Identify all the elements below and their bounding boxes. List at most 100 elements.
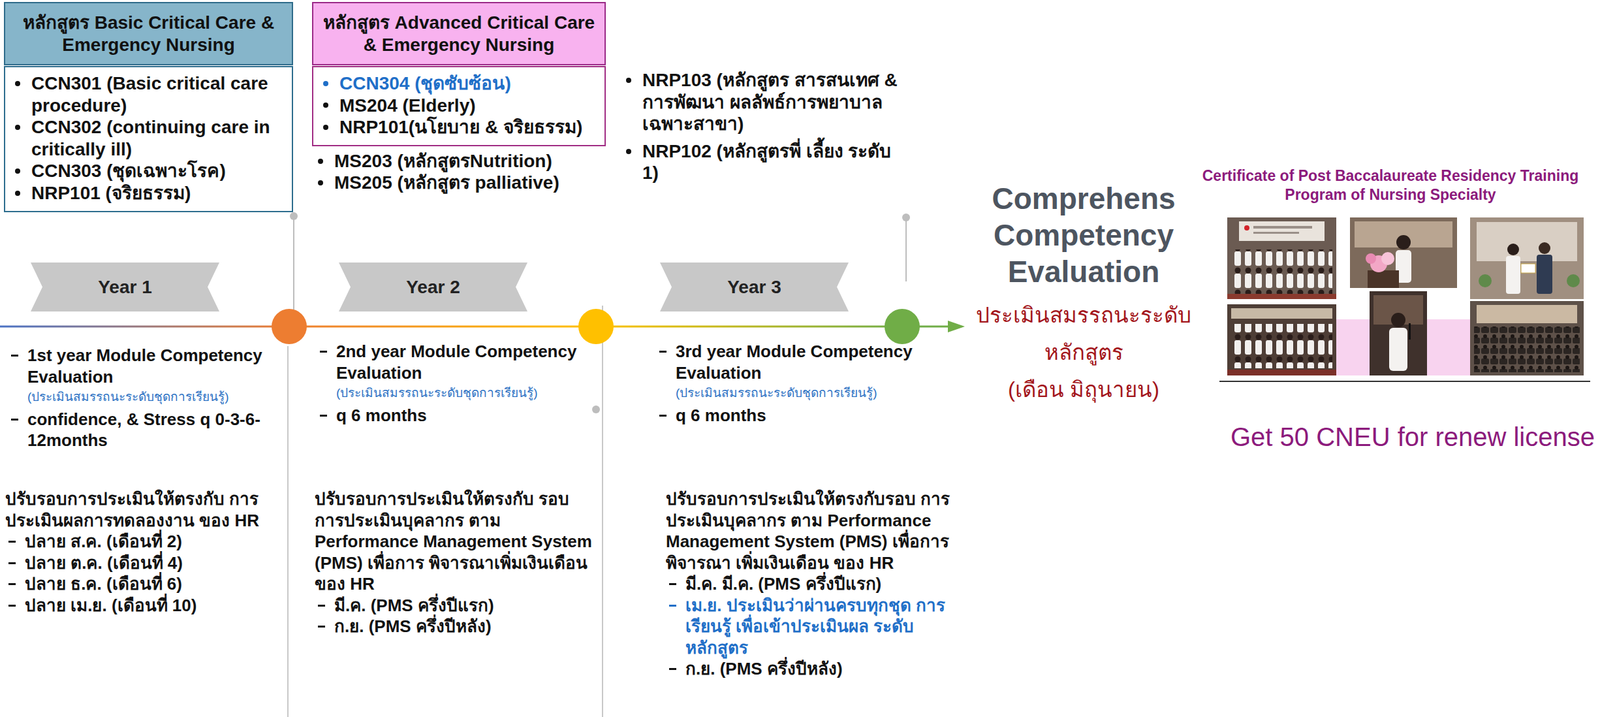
timeline-arrow-part: [578, 308, 614, 345]
schedule-column: ปรับรอบการประเมินให้ตรงกับ การประเมินผลก…: [5, 488, 283, 616]
speaker-photo-part: [1396, 235, 1411, 250]
banner-fill: [659, 262, 849, 312]
award-photo-part: [1521, 263, 1536, 273]
note-text: ปรับรอบการประเมินให้ตรงกับ การประเมินผลก…: [5, 488, 283, 531]
guide-lines-part: [592, 405, 600, 414]
auditorium-photo-part: [1476, 304, 1578, 324]
banner-fill: [338, 262, 528, 312]
banner-fill: [30, 262, 220, 312]
course-list-box: CCN304 (ชุดซับซ้อน)MS204 (Elderly)NRP101…: [312, 65, 606, 147]
photo-collage-part: [1219, 380, 1591, 382]
list-item: เม.ย. ประเมินว่าผ่านครบทุกชุด การเรียนรู…: [665, 594, 957, 659]
group-photo-part: [1231, 345, 1333, 369]
guide-lines: [287, 212, 910, 717]
photo-collage: [1219, 217, 1591, 382]
year-label: Year 1: [97, 276, 153, 298]
course-item: NRP101 (จริยธรรม): [9, 182, 286, 205]
subnote-text: (ประเมินสมรรถนะระดับชุดการเรียนรู้): [316, 384, 591, 402]
group-photo-part: [1231, 323, 1333, 346]
nurse-photo-part: [1408, 323, 1411, 340]
list-item: ปลาย ธ.ค. (เดือนที่ 6): [5, 573, 283, 595]
nurse-photo: [1369, 291, 1428, 376]
list-item: ก.ย. (PMS ครึ่งปีหลัง): [314, 615, 596, 638]
award-photo-part: [1536, 254, 1553, 294]
note-text: ปรับรอบการประเมินให้ตรงกับรอบ การประเมิน…: [665, 488, 957, 574]
ceremony-photo-part: [1231, 271, 1333, 294]
group-photo-part: [1231, 308, 1333, 319]
course-item: CCN301 (Basic critical care procedure): [9, 72, 286, 117]
year-banner: Year 1: [30, 262, 220, 312]
evaluation-column: 1st year Module Competency Evaluation(ปร…: [7, 344, 281, 452]
course-item: NRP102 (หลักสูตรพี่ เลี้ยง ระดับ 1): [620, 140, 898, 185]
schedule-column: ปรับรอบการประเมินให้ตรงกับรอบ การประเมิน…: [665, 488, 957, 680]
ceremony-photo-part: [1239, 221, 1325, 241]
guide-lines-part: [905, 217, 907, 282]
course-item: MS203 (หลักสูตรNutrition): [312, 150, 606, 173]
year-banner: Year 3: [659, 262, 849, 312]
list-item: ก.ย. (PMS ครึ่งปีหลัง): [665, 658, 957, 680]
speaker-photo-part: [1365, 253, 1377, 264]
guide-lines-part: [289, 212, 298, 220]
note-text: (เดือน มิถุนายน): [975, 371, 1192, 409]
certificate-title: Certificate of Post Baccalaureate Reside…: [1184, 166, 1597, 205]
speaker-photo: [1349, 217, 1458, 288]
course-column: MS203 (หลักสูตรNutrition)MS205 (หลักสูตร…: [312, 150, 606, 194]
ceremony-photo-part: [1244, 225, 1250, 231]
course-item: NRP101(นโยบาย & จริยธรรม): [317, 116, 598, 139]
year-label: Year 2: [406, 276, 461, 298]
timeline-arrow-part: [884, 308, 920, 345]
course-header: หลักสูตร Advanced Critical Care & Emerge…: [312, 1, 606, 66]
header-text: หลักสูตร Basic Critical Care & Emergency…: [11, 11, 286, 55]
timeline-arrow: [0, 308, 965, 345]
course-item: NRP103 (หลักสูตร สารสนเทศ & การพัฒนา ผลล…: [620, 69, 898, 136]
timeline-arrow-part: [0, 325, 952, 328]
cneu-note: Get 50 CNEU for renew license: [1204, 421, 1595, 453]
nurse-photo-part: [1369, 291, 1428, 376]
group-photo-part: [1227, 369, 1337, 376]
course-list-box: CCN301 (Basic critical care procedure) CC…: [3, 65, 294, 213]
group-photo: [1227, 304, 1337, 376]
list-item: มี.ค. (PMS ครึ่งปีแรก): [314, 594, 596, 617]
group-photo-part: [1227, 304, 1337, 376]
guide-lines-part: [293, 216, 295, 310]
course-item: MS205 (หลักสูตร palliative): [312, 171, 606, 194]
course-column: NRP103 (หลักสูตร สารสนเทศ & การพัฒนา ผลล…: [620, 69, 898, 185]
course-item: MS204 (Elderly): [317, 94, 598, 117]
list-item: 2nd year Module Competency Evaluation: [316, 340, 591, 384]
award-photo-part: [1538, 242, 1551, 254]
award-photo-part: [1566, 274, 1580, 288]
guide-lines-part: [601, 305, 604, 717]
course-item: CCN303 (ชุดเฉพาะโรค): [9, 159, 286, 183]
award-photo-part: [1507, 243, 1520, 256]
award-photo-part: [1476, 221, 1578, 262]
award-photo-part: [1470, 217, 1584, 299]
course-item: CCN304 (ชุดซับซ้อน): [317, 72, 598, 95]
nurse-photo-part: [1389, 327, 1408, 371]
note-text: Certificate of Post Baccalaureate Reside…: [1184, 166, 1597, 205]
award-photo-part: [1505, 255, 1521, 294]
ceremony-photo-part: [1253, 225, 1313, 229]
note-text: ประเมินสมรรถนะระดับ หลักสูตร: [975, 297, 1192, 372]
auditorium-photo-part: [1470, 300, 1584, 376]
ceremony-photo-part: [1227, 217, 1337, 299]
evaluation-column: 3rd year Module Competency Evaluation(ปร…: [656, 340, 944, 426]
note-text: ปรับรอบการประเมินให้ตรงกับ รอบการประเมิน…: [314, 488, 596, 595]
speaker-photo-part: [1349, 217, 1458, 288]
auditorium-photo-part: [1474, 326, 1580, 373]
note-text: Get 50 CNEU for renew license: [1204, 421, 1595, 453]
award-photo: [1470, 217, 1584, 299]
list-item: ปลาย เม.ย. (เดือนที่ 10): [5, 594, 283, 617]
subnote-text: (ประเมินสมรรถนะระดับชุดการเรียนรู้): [656, 384, 944, 402]
ceremony-photo-part: [1227, 293, 1337, 299]
list-item: ปลาย ส.ค. (เดือนที่ 2): [5, 530, 283, 553]
year-label: Year 3: [727, 276, 782, 298]
speaker-photo-part: [1367, 270, 1399, 288]
note-text: Comprehens Competency Evaluation: [956, 180, 1211, 290]
evaluation-note: ประเมินสมรรถนะระดับ หลักสูตร(เดือน มิถุน…: [975, 297, 1192, 408]
list-item: 3rd year Module Competency Evaluation: [656, 340, 944, 384]
auditorium-photo: [1470, 300, 1584, 376]
subnote-text: (ประเมินสมรรถนะระดับชุดการเรียนรู้): [7, 388, 281, 406]
guide-lines-part: [902, 213, 910, 222]
list-item: confidence, & Stress q 0-3-6-12months: [7, 408, 281, 452]
course-header: หลักสูตร Basic Critical Care & Emergency…: [3, 1, 294, 66]
